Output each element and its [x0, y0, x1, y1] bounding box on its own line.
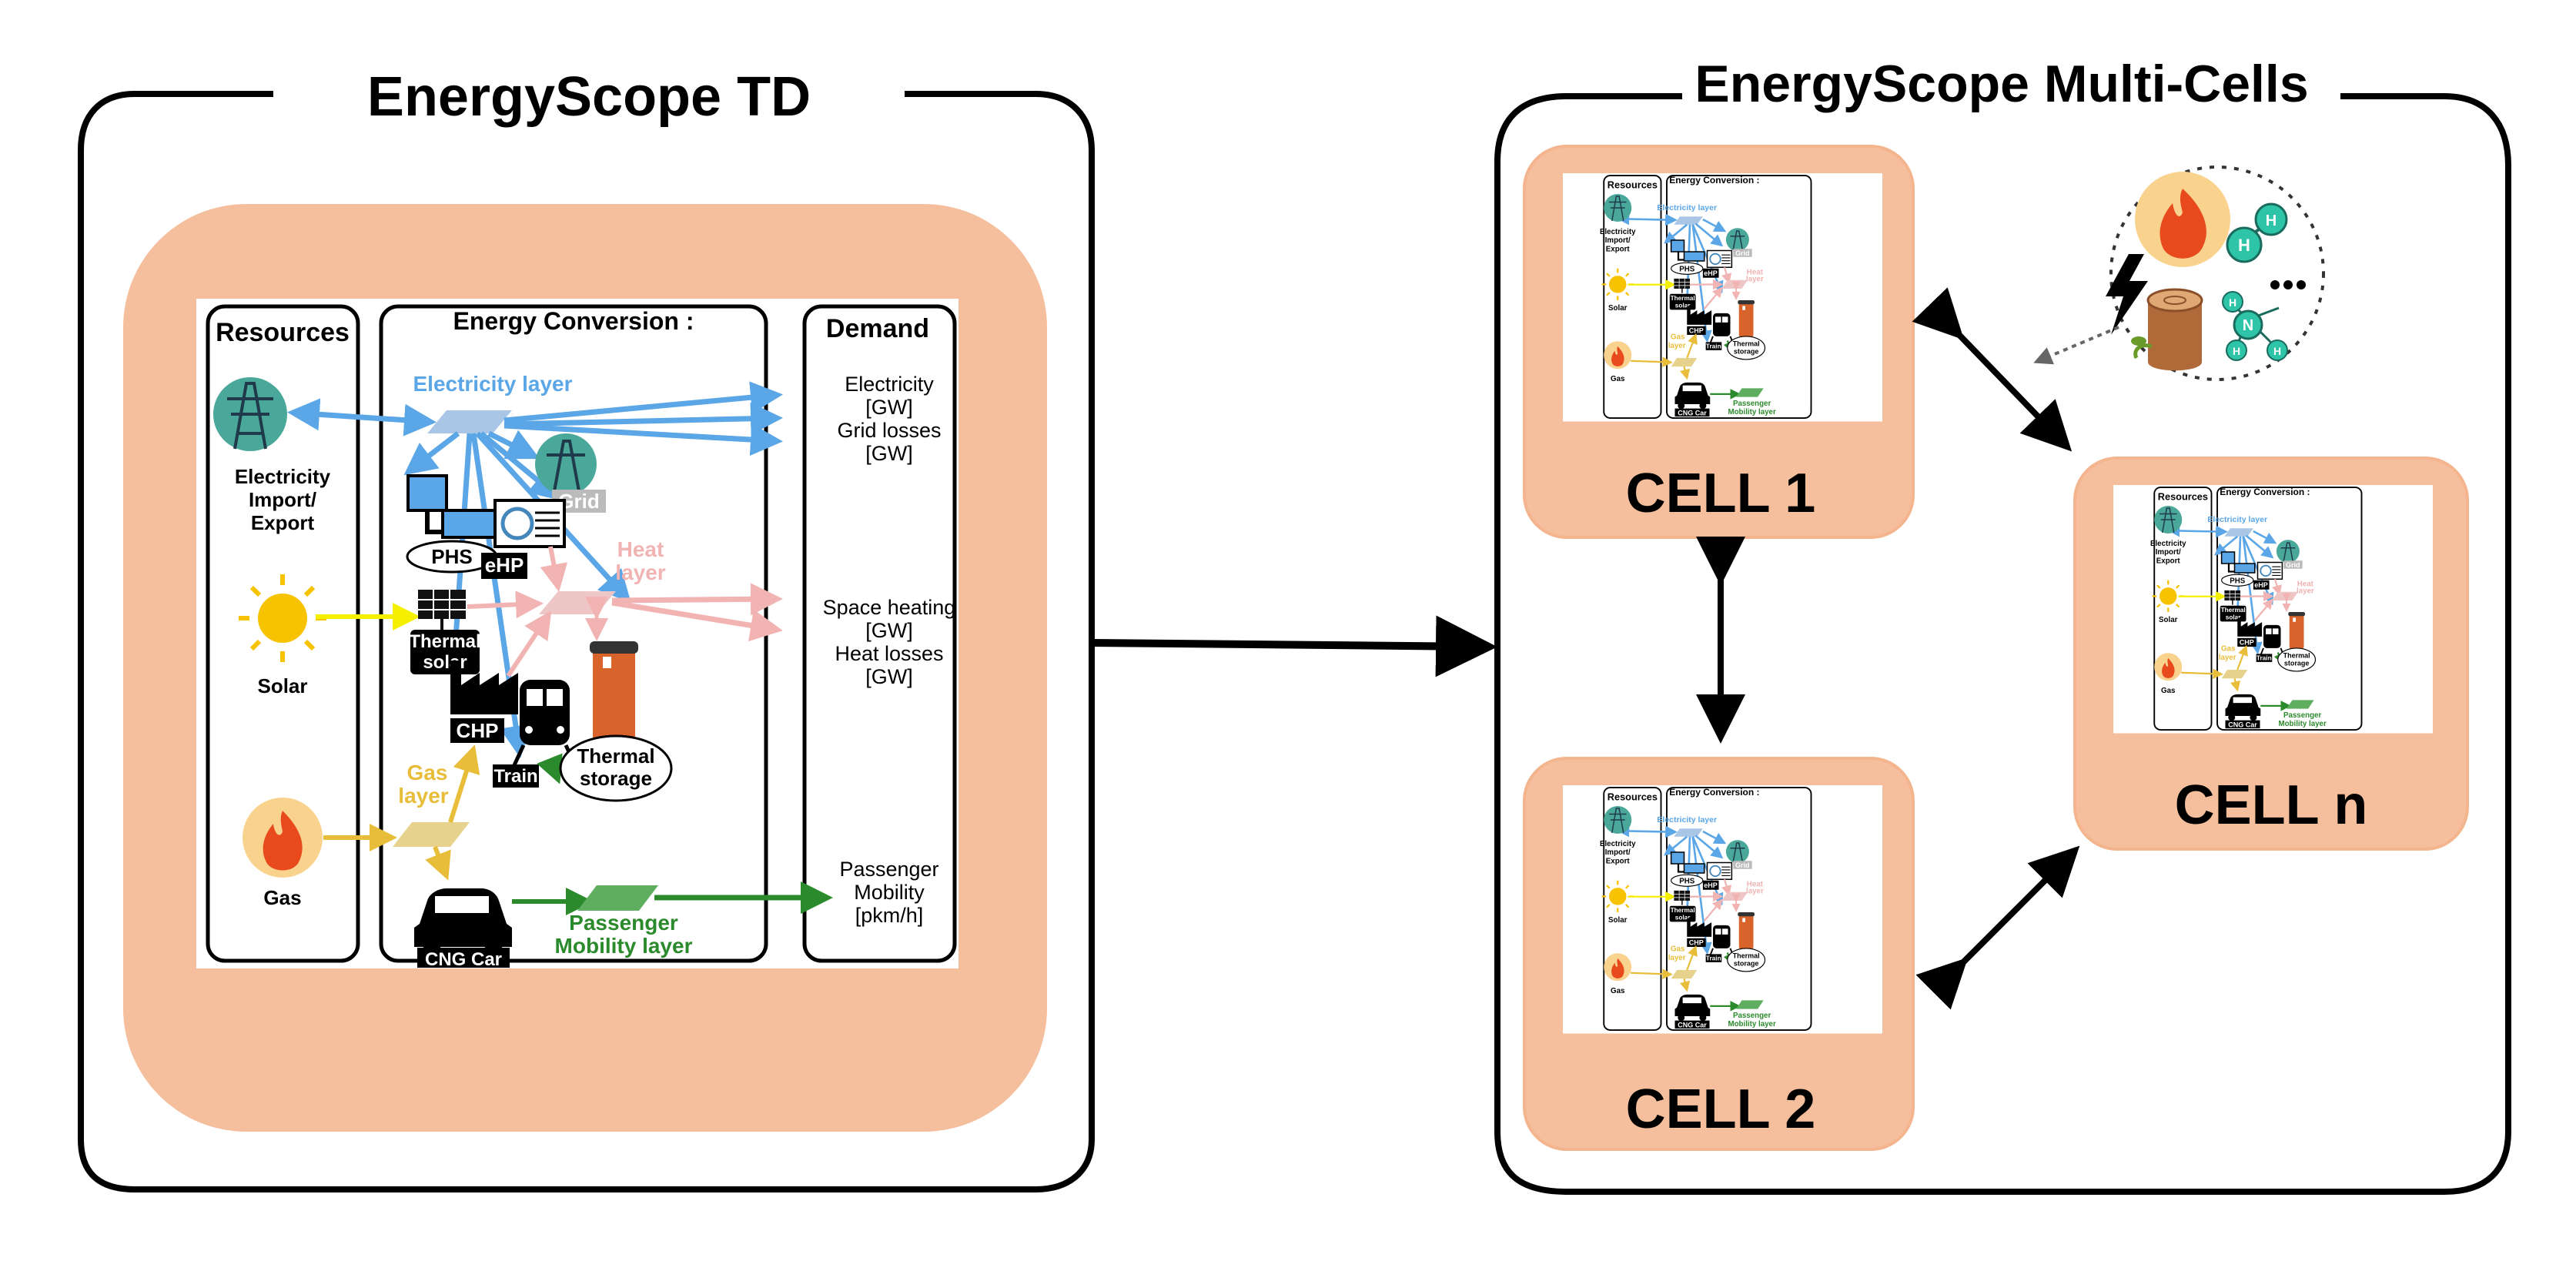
resources-header: Resources	[216, 318, 350, 347]
cell-1: CELL 1	[1523, 145, 1915, 539]
link-arrow-2-n	[1915, 845, 2080, 1010]
svg-text:Train: Train	[493, 766, 537, 787]
estd-panel: EnergyScope TD Resources Energy Conversi…	[78, 66, 1095, 1192]
svg-text:Electricity: Electricity	[845, 373, 934, 396]
svg-text:Electricity: Electricity	[235, 465, 331, 488]
svg-text:Import/: Import/	[249, 488, 316, 511]
flow-arrow	[1091, 615, 1497, 677]
solar-panel-icon: Thermal solar	[409, 590, 481, 674]
cell-2: CELL 2	[1523, 757, 1915, 1151]
estd-diagram: Resources Energy Conversion : Demand Ele…	[196, 299, 958, 970]
demand-header: Demand	[826, 314, 929, 343]
svg-text:Solar: Solar	[257, 674, 307, 697]
electricity-layer-label: Electricity layer	[413, 372, 572, 396]
flame-icon	[2135, 172, 2230, 267]
svg-text:Thermal: Thermal	[409, 631, 480, 652]
link-arrow-1-n	[1912, 287, 2073, 452]
hydrogen-molecule-icon: H H	[2226, 202, 2288, 263]
svg-text:CHP: CHP	[457, 719, 499, 742]
svg-text:CNG Car: CNG Car	[425, 949, 502, 970]
energy-carriers-group: H H	[2033, 166, 2325, 381]
svg-text:Heat losses: Heat losses	[835, 642, 943, 665]
estd-title: EnergyScope TD	[367, 66, 811, 128]
svg-text:eHP: eHP	[485, 554, 524, 577]
multicells-panel: EnergyScope Multi-Cells CELL 1 CELL 2	[1494, 55, 2511, 1195]
svg-text:Thermal: Thermal	[577, 744, 654, 768]
wood-log-icon	[2131, 288, 2203, 371]
svg-text:Heat: Heat	[617, 537, 664, 561]
cell-n: CELL n	[2073, 457, 2469, 851]
flame-icon	[243, 798, 323, 878]
svg-text:storage: storage	[580, 767, 652, 790]
ammonia-molecule-icon: H N H H	[2222, 291, 2288, 361]
svg-text:Mobility: Mobility	[854, 881, 925, 904]
train-icon: Train	[493, 680, 578, 788]
carrier-pointer-arrow	[2033, 326, 2119, 365]
storage-tank-icon: Thermal storage	[559, 641, 673, 802]
power-pylon-icon	[213, 377, 287, 451]
svg-text:[GW]: [GW]	[865, 665, 913, 688]
heat-pump-icon: eHP	[481, 499, 566, 579]
svg-text:H: H	[2266, 212, 2277, 229]
cell-2-label: CELL 2	[1626, 1079, 1816, 1140]
svg-text:Gas: Gas	[407, 761, 448, 784]
svg-text:N: N	[2243, 317, 2253, 334]
svg-text:H: H	[2229, 296, 2236, 309]
svg-text:Grid losses: Grid losses	[837, 419, 941, 442]
cell-1-label: CELL 1	[1626, 463, 1816, 524]
svg-text:[GW]: [GW]	[865, 396, 913, 419]
svg-text:Mobility layer: Mobility layer	[555, 934, 693, 958]
svg-text:layer: layer	[615, 560, 665, 584]
svg-text:[pkm/h]: [pkm/h]	[855, 904, 924, 927]
lightning-icon	[2106, 254, 2148, 335]
svg-text:H: H	[2238, 236, 2250, 255]
svg-text:Passenger: Passenger	[569, 911, 678, 935]
cell-n-label: CELL n	[2175, 774, 2368, 836]
svg-text:Gas: Gas	[263, 886, 301, 909]
svg-text:Export: Export	[251, 511, 315, 534]
svg-text:Passenger: Passenger	[839, 858, 938, 881]
phs-icon: PHS	[406, 474, 502, 574]
sun-icon	[239, 574, 326, 662]
svg-text:H: H	[2273, 345, 2281, 357]
svg-text:[GW]: [GW]	[865, 442, 913, 465]
multicells-title: EnergyScope Multi-Cells	[1694, 55, 2308, 113]
svg-text:[GW]: [GW]	[865, 619, 913, 642]
svg-text:layer: layer	[398, 784, 448, 808]
svg-text:Space heating: Space heating	[823, 596, 956, 619]
factory-icon: CHP	[450, 661, 518, 743]
conversion-header: Energy Conversion :	[453, 307, 694, 335]
car-icon: CNG Car	[414, 888, 512, 970]
svg-text:H: H	[2233, 345, 2240, 357]
svg-text:PHS: PHS	[431, 545, 472, 568]
